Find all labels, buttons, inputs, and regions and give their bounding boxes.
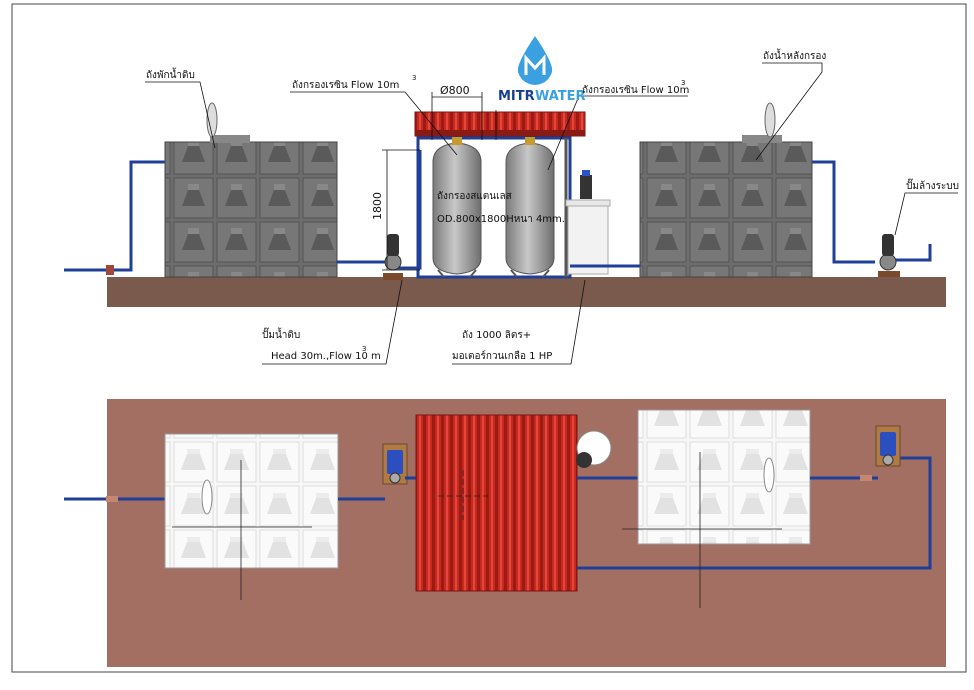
sup-pump: 3: [362, 345, 366, 353]
plan-raw-pump-icon: [382, 443, 408, 485]
raw-tank-label: ถังพักน้ำดิบ: [146, 67, 195, 81]
roof-canopy: [414, 111, 586, 137]
brand-name-b: WATER: [535, 89, 586, 104]
height-dim-label: 1800: [371, 192, 384, 220]
after-filter-tank: [639, 141, 813, 278]
brand-name-a: MITR: [498, 89, 535, 104]
elevation-view: MITR WATER ถังพักน้ำดิบ ถังกรองเรซิน Flo…: [64, 36, 959, 365]
stainless-tank-label: ถังกรองสแตนเลส: [437, 191, 512, 202]
manhole-icon: [764, 102, 776, 138]
system-pump-label: ปั๊มล้างระบบ: [906, 178, 959, 192]
diameter-label: Ø800: [440, 84, 470, 97]
brine-tank-label: ถัง 1000 ลิตร+: [462, 330, 531, 341]
valve-icon: [106, 265, 114, 275]
after-filter-tank-label: ถังน้ำหลังกรอง: [763, 48, 826, 62]
raw-water-tank: [164, 141, 338, 278]
wash-pipe: [812, 160, 875, 264]
raw-pump-icon: [383, 234, 403, 280]
manhole-icon: [206, 102, 218, 138]
water-drop-logo-icon: [517, 36, 553, 85]
ground-slab: [107, 277, 946, 307]
brine-motor-label: มอเตอร์กวนเกลือ 1 HP: [452, 350, 552, 362]
filter-vessel-right: [505, 137, 555, 278]
filter-vessel-left: [432, 137, 482, 278]
sup-right: 3: [681, 79, 685, 87]
system-pump-icon: [878, 234, 900, 277]
plan-raw-tank: [164, 433, 339, 569]
raw-pump-label: ปั๊มน้ำดิบ: [262, 327, 300, 341]
plan-roof: [415, 414, 578, 592]
brine-motor-icon: [580, 175, 592, 199]
plan-system-pump-icon: [875, 425, 901, 467]
inlet-pipe: [64, 160, 165, 272]
stainless-spec-label: OD.800x1800Hหนา 4mm.: [437, 214, 565, 225]
brine-tank: [565, 170, 611, 275]
sheet-border: [11, 3, 967, 673]
plan-after-filter-tank: [637, 409, 811, 545]
filter-resin-right-label: ถังกรองเรซิน Flow 10m: [582, 85, 689, 96]
plan-view: [64, 399, 946, 667]
raw-pump-spec-label: Head 30m.,Flow 10 m: [271, 351, 381, 362]
sup-left: 3: [412, 74, 416, 82]
filter-resin-left-label: ถังกรองเรซิน Flow 10m: [292, 80, 399, 91]
